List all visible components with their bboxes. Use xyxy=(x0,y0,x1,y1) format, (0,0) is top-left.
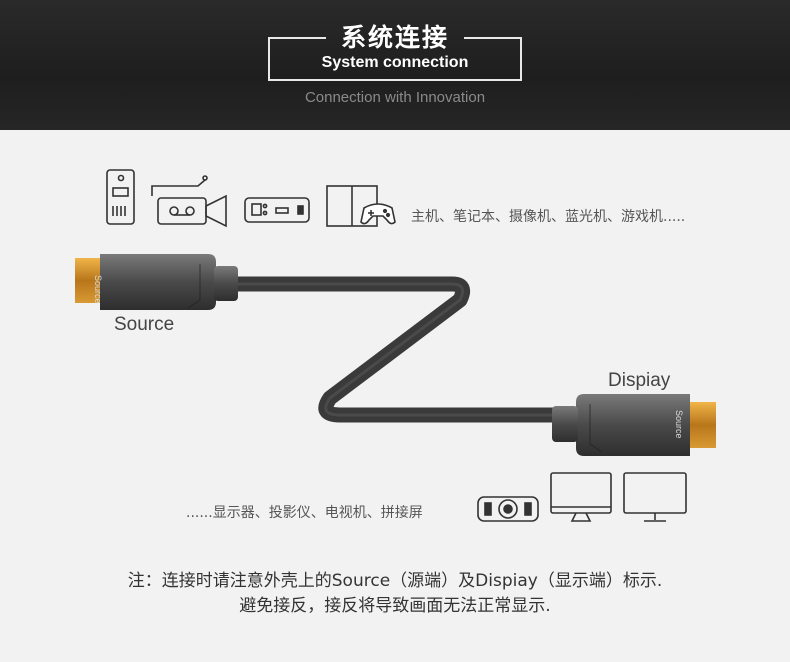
connection-diagram: 主机、笔记本、摄像机、蓝光机、游戏机..... Source Source So… xyxy=(0,130,790,662)
display-connector xyxy=(552,394,716,456)
note-line-1: 注：连接时请注意外壳上的Source（源端）及Dispiay（显示端）标示. xyxy=(127,571,663,591)
source-label: Source xyxy=(114,314,175,335)
display-devices-list: ......显示器、投影仪、电视机、拼接屏 xyxy=(186,505,423,521)
page-subtitle: Connection with Innovation xyxy=(304,89,486,106)
tv-icon xyxy=(623,472,687,522)
header-banner: 系统连接 System connection Connection with I… xyxy=(0,0,790,130)
monitor-icon xyxy=(550,472,612,522)
desktop-tower-icon xyxy=(106,169,135,225)
source-devices-list: 主机、笔记本、摄像机、蓝光机、游戏机..... xyxy=(411,209,686,225)
hdmi-cable xyxy=(230,276,568,423)
display-label: Dispiay xyxy=(608,370,671,391)
page-title-english: System connection xyxy=(321,54,469,71)
page-title: 系统连接 xyxy=(340,23,449,52)
source-connector xyxy=(75,254,238,310)
title-frame xyxy=(268,37,522,81)
note-line-2: 避免接反，接反将导致画面无法正常显示. xyxy=(239,596,551,616)
game-console-icon xyxy=(326,185,396,227)
connector-text-left: Source xyxy=(93,275,103,304)
projector-icon xyxy=(477,496,539,522)
diagram-art xyxy=(75,169,716,522)
connector-text-right: Source xyxy=(674,410,684,439)
bluray-player-icon xyxy=(244,197,310,223)
video-camera-icon xyxy=(151,175,227,228)
